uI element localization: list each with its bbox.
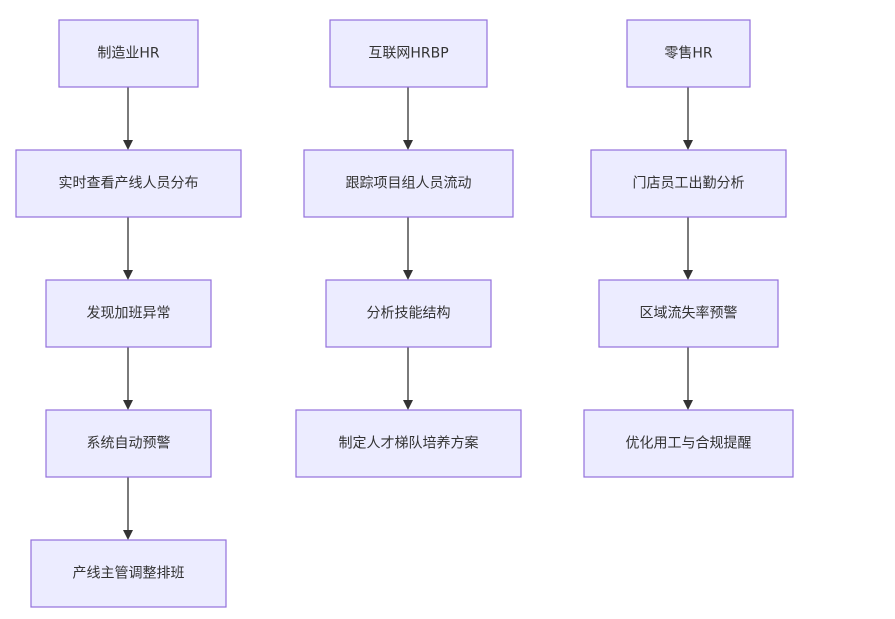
node-retail-1[interactable]: 门店员工出勤分析	[590, 149, 787, 218]
node-label: 产线主管调整排班	[73, 566, 185, 582]
node-mfg-1[interactable]: 实时查看产线人员分布	[15, 149, 242, 218]
edge-net-1-to-net-2	[403, 217, 413, 280]
node-mfg-3[interactable]: 系统自动预警	[45, 409, 212, 478]
node-net-2[interactable]: 分析技能结构	[325, 279, 492, 348]
edge-mfg-1-to-mfg-2	[123, 217, 133, 280]
edge-mfg-3-to-mfg-4	[123, 477, 133, 540]
node-retail-3[interactable]: 优化用工与合规提醒	[583, 409, 794, 478]
node-mfg-2[interactable]: 发现加班异常	[45, 279, 212, 348]
edge-net-2-to-net-3	[403, 347, 413, 410]
node-label: 互联网HRBP	[368, 46, 448, 62]
node-retail-hr[interactable]: 零售HR	[626, 19, 751, 88]
edge-retail-hr-to-retail-1	[683, 87, 693, 150]
node-label: 制定人才梯队培养方案	[339, 435, 479, 452]
edge-retail-2-to-retail-3	[683, 347, 693, 410]
node-net-3[interactable]: 制定人才梯队培养方案	[295, 409, 522, 478]
node-label: 零售HR	[664, 46, 713, 62]
node-label: 分析技能结构	[367, 306, 451, 322]
node-retail-2[interactable]: 区域流失率预警	[598, 279, 779, 348]
node-label: 区域流失率预警	[640, 305, 738, 322]
node-label: 优化用工与合规提醒	[626, 436, 752, 452]
edge-retail-1-to-retail-2	[683, 217, 693, 280]
node-label: 门店员工出勤分析	[633, 176, 745, 192]
node-label: 制造业HR	[97, 46, 160, 62]
node-label: 实时查看产线人员分布	[59, 176, 199, 192]
node-net-hrbp[interactable]: 互联网HRBP	[329, 19, 488, 88]
node-label: 系统自动预警	[87, 436, 171, 452]
node-label: 发现加班异常	[87, 306, 171, 322]
edge-net-hrbp-to-net-1	[403, 87, 413, 150]
edge-mfg-2-to-mfg-3	[123, 347, 133, 410]
node-mfg-4[interactable]: 产线主管调整排班	[30, 539, 227, 608]
node-label: 跟踪项目组人员流动	[346, 176, 472, 192]
node-mfg-hr[interactable]: 制造业HR	[58, 19, 199, 88]
node-net-1[interactable]: 跟踪项目组人员流动	[303, 149, 514, 218]
edge-mfg-hr-to-mfg-1	[123, 87, 133, 150]
